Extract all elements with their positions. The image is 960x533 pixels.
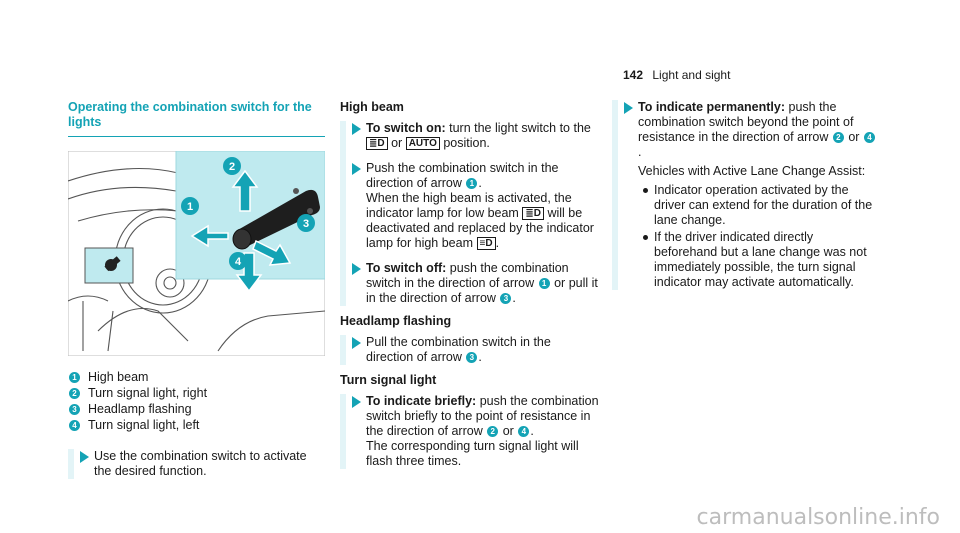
number-badge: 1 bbox=[466, 178, 478, 190]
step-text: or bbox=[848, 130, 860, 144]
number-badge: 2 bbox=[832, 132, 844, 144]
watermark: carmanualsonline.info bbox=[696, 505, 940, 530]
page-header: 142 Light and sight bbox=[623, 68, 730, 83]
step-arrow-icon bbox=[624, 102, 633, 114]
arrow-up bbox=[231, 169, 259, 212]
step-text: . bbox=[530, 424, 534, 438]
legend-text: Turn signal light, left bbox=[88, 418, 200, 432]
page-number: 142 bbox=[623, 68, 644, 82]
lane-change-notes: Indicator operation activated by the dri… bbox=[638, 183, 877, 290]
flash-heading: Headlamp flashing bbox=[340, 314, 452, 328]
legend: 1 High beam 2 Turn signal light, right 3… bbox=[68, 370, 324, 433]
arrow-right bbox=[252, 239, 292, 266]
callout-2: 2 bbox=[229, 161, 235, 173]
step-arrow-icon bbox=[352, 337, 361, 349]
step-arrow-icon bbox=[80, 451, 89, 463]
combination-switch-illustration: 2 1 3 4 bbox=[67, 150, 326, 357]
vehicles-text: Vehicles with Active Lane Change Assist: bbox=[638, 164, 866, 178]
light-switch-knob bbox=[104, 256, 121, 272]
legend-item: 1 High beam bbox=[68, 370, 324, 385]
number-badge: 1 bbox=[538, 278, 550, 290]
low-beam-icon: ≣D bbox=[522, 207, 544, 221]
switch-off-label: To switch off: bbox=[366, 261, 447, 275]
indicate-permanently-step: To indicate permanently: push the combin… bbox=[618, 100, 877, 160]
instruction-text: Use the combination switch to activate t… bbox=[94, 449, 307, 478]
legend-item: 3 Headlamp flashing bbox=[68, 402, 324, 417]
step-text: push the combination switch in the direc… bbox=[366, 261, 569, 290]
legend-text: Turn signal light, right bbox=[88, 386, 208, 400]
number-badge: 2 bbox=[487, 426, 499, 438]
number-badge: 3 bbox=[466, 352, 478, 364]
step-text: push the combination switch beyond the p… bbox=[638, 100, 854, 144]
step-text: Pull the combination switch in the direc… bbox=[366, 335, 551, 364]
turn-signal-heading: Turn signal light bbox=[340, 373, 437, 387]
step-text: . bbox=[478, 176, 482, 190]
instruction-block: Use the combination switch to activate t… bbox=[68, 449, 324, 479]
permanent-steps: To indicate permanently: push the combin… bbox=[612, 100, 877, 290]
callout-1: 1 bbox=[187, 201, 193, 213]
step-text: When the high beam is activated, the ind… bbox=[366, 191, 572, 220]
step-text: or pull it in the direction of arrow bbox=[366, 276, 598, 305]
step-text: position. bbox=[443, 136, 490, 150]
step-arrow-icon bbox=[352, 396, 361, 408]
turn-signal-steps: To indicate briefly: push the combinatio… bbox=[340, 394, 600, 469]
number-badge: 1 bbox=[69, 372, 80, 383]
step-arrow-icon bbox=[352, 123, 361, 135]
push-step: Push the combination switch in the direc… bbox=[346, 161, 600, 251]
combination-switch-stalk bbox=[232, 188, 320, 250]
column-right: To indicate permanently: push the combin… bbox=[612, 100, 877, 292]
vehicles-note: Vehicles with Active Lane Change Assist: bbox=[618, 164, 877, 179]
callout-4: 4 bbox=[235, 256, 242, 268]
dashboard-drawing: 2 1 3 4 bbox=[67, 150, 326, 357]
list-item: If the driver indicated directly beforeh… bbox=[638, 230, 877, 290]
column-left: Operating the combination switch for the… bbox=[67, 100, 326, 479]
switch-on-step: To switch on: turn the light switch to t… bbox=[346, 121, 600, 151]
step-arrow-icon bbox=[352, 263, 361, 275]
instruction-step: Use the combination switch to activate t… bbox=[74, 449, 324, 479]
step-text: . bbox=[638, 145, 642, 159]
step-text: Push the combination switch in the direc… bbox=[366, 161, 559, 190]
high-beam-steps: To switch on: turn the light switch to t… bbox=[340, 121, 600, 306]
section-title: Operating the combination switch for the… bbox=[68, 100, 325, 137]
indicate-permanently-label: To indicate permanently: bbox=[638, 100, 786, 114]
step-text: or bbox=[502, 424, 514, 438]
number-badge: 2 bbox=[69, 388, 80, 399]
number-badge: 3 bbox=[500, 293, 512, 305]
section-name: Light and sight bbox=[652, 68, 731, 82]
step-text: will be deactivated and replaced by the … bbox=[366, 206, 594, 250]
step-text: . bbox=[495, 236, 500, 250]
indicate-briefly-step: To indicate briefly: push the combinatio… bbox=[346, 394, 600, 469]
indicate-briefly-label: To indicate briefly: bbox=[366, 394, 477, 408]
arrow-down bbox=[235, 252, 263, 293]
step-text: push the combination switch briefly to t… bbox=[366, 394, 599, 438]
step-text: or bbox=[391, 136, 403, 150]
step-text: The corresponding turn signal light will… bbox=[366, 439, 579, 468]
arrow-left bbox=[190, 224, 229, 248]
number-badge: 3 bbox=[69, 404, 80, 415]
step-text: . bbox=[478, 350, 482, 364]
legend-item: 2 Turn signal light, right bbox=[68, 386, 324, 401]
column-middle: High beam To switch on: turn the light s… bbox=[340, 100, 600, 469]
high-beam-heading: High beam bbox=[340, 100, 404, 114]
flash-steps: Pull the combination switch in the direc… bbox=[340, 335, 600, 365]
legend-text: High beam bbox=[88, 370, 149, 384]
legend-text: Headlamp flashing bbox=[88, 402, 192, 416]
number-badge: 4 bbox=[69, 420, 80, 431]
step-text: . bbox=[512, 291, 516, 305]
callout-3: 3 bbox=[303, 218, 309, 230]
flash-step: Pull the combination switch in the direc… bbox=[346, 335, 600, 365]
legend-item: 4 Turn signal light, left bbox=[68, 418, 324, 433]
step-text: turn the light switch to the bbox=[449, 121, 591, 135]
switch-off-step: To switch off: push the combination swit… bbox=[346, 261, 600, 306]
step-arrow-icon bbox=[352, 163, 361, 175]
number-badge: 4 bbox=[518, 426, 530, 438]
high-beam-icon: ≡D bbox=[476, 237, 496, 251]
switch-on-label: To switch on: bbox=[366, 121, 446, 135]
number-badge: 4 bbox=[863, 132, 875, 144]
list-item: Indicator operation activated by the dri… bbox=[638, 183, 877, 228]
auto-light-icon: AUTO bbox=[405, 137, 440, 151]
low-beam-icon: ≣D bbox=[366, 137, 388, 151]
